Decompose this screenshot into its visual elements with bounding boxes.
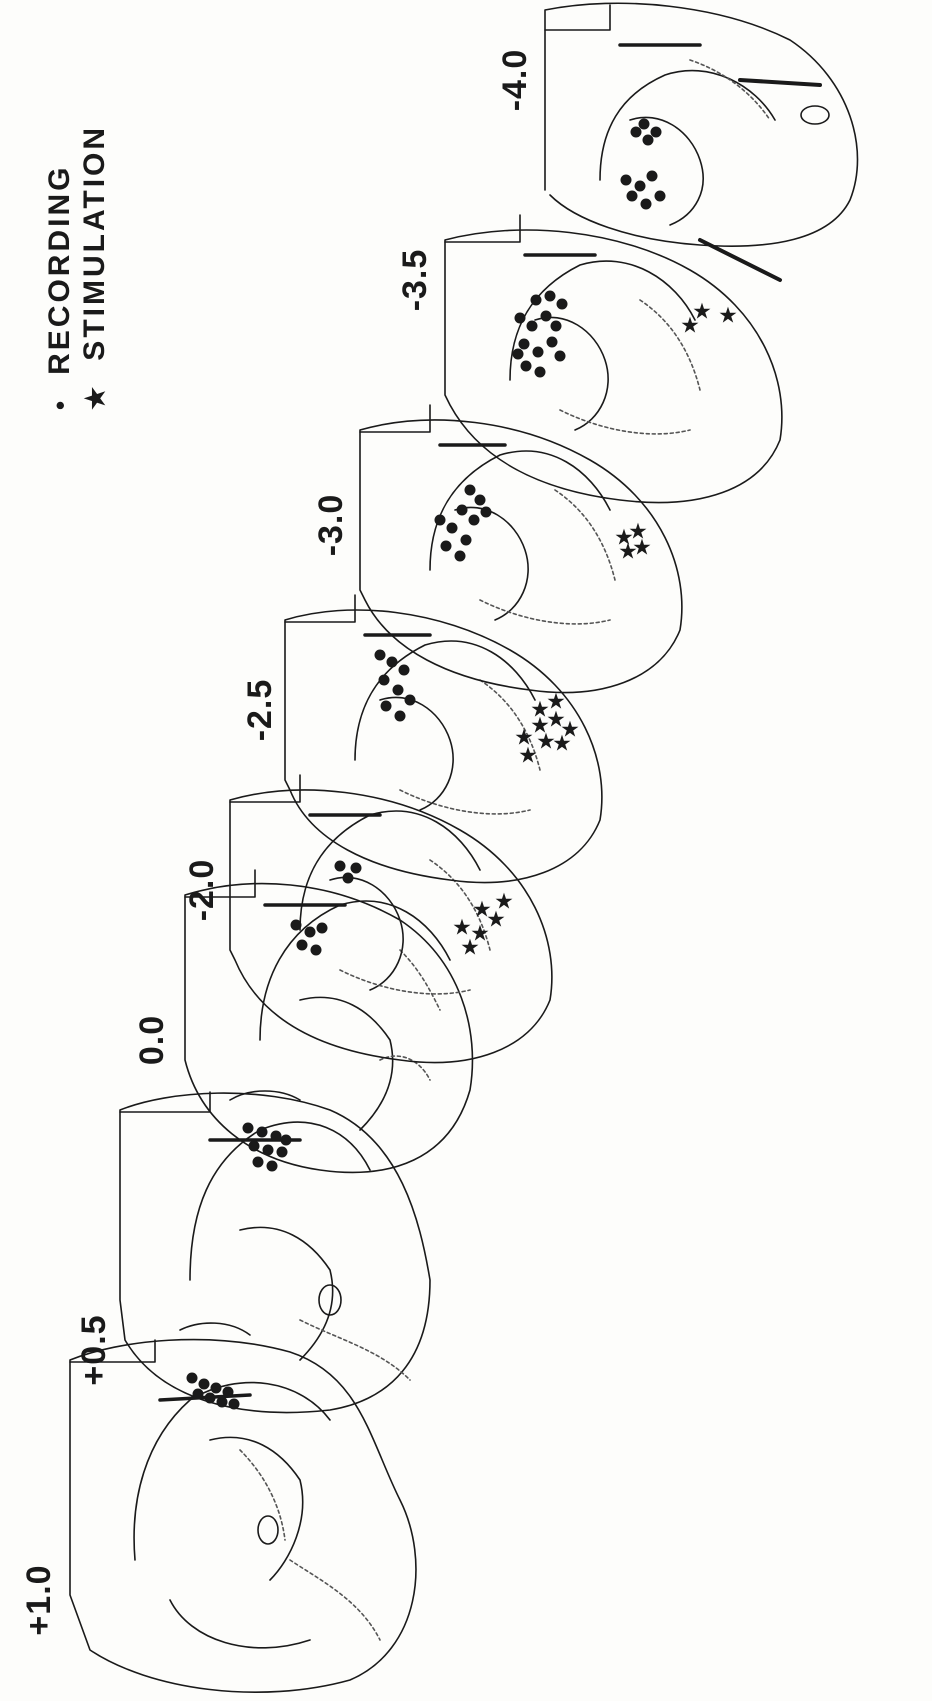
recording-sites-minus-2-0 (335, 861, 362, 884)
stimulation-sites-minus-2-5: ★★ ★★ ★★ ★★ ★ (514, 690, 580, 769)
section-0-0 (185, 870, 472, 1172)
svg-text:★: ★ (460, 936, 480, 961)
coordinate-label: -2.0 (182, 845, 222, 935)
section-minus-4-0 (545, 3, 858, 246)
coordinate-label: -3.0 (311, 480, 351, 570)
stimulation-sites: ★★ ★★ ★★ ★★ ★★ ★★ ★★ ★ ★★ ★★ ★★ ★ (452, 300, 738, 961)
coordinate-label: +0.5 (74, 1305, 114, 1395)
svg-text:★: ★ (494, 890, 514, 915)
svg-text:★: ★ (552, 732, 572, 757)
svg-text:★: ★ (518, 744, 538, 769)
coordinate-label: -2.5 (240, 665, 280, 755)
section-plus-1-0 (70, 1323, 416, 1692)
recording-sites-minus-2-5 (375, 650, 416, 722)
recording-dot-icon: • (45, 401, 75, 410)
stimulation-sites-minus-2-0: ★★ ★★ ★★ (452, 890, 514, 961)
coordinate-label: -3.5 (395, 235, 435, 325)
coordinate-label: -4.0 (495, 35, 535, 125)
svg-text:★: ★ (718, 304, 738, 329)
coordinate-label: +1.0 (19, 1555, 59, 1645)
svg-text:★: ★ (632, 536, 652, 561)
svg-text:★: ★ (546, 690, 566, 715)
recording-sites-plus-1-0 (187, 1373, 240, 1410)
legend-recording: • RECORDING (40, 110, 80, 410)
stimulation-sites-minus-3-0: ★★ ★★ (614, 520, 652, 565)
recording-sites-minus-3-0 (435, 485, 492, 562)
stimulation-label: STIMULATION (78, 125, 111, 361)
coordinate-label: 0.0 (132, 1000, 172, 1080)
recording-sites-minus-3-5 (513, 291, 568, 378)
recording-sites-minus-4-0 (621, 119, 666, 210)
section-minus-3-5 (445, 215, 782, 503)
recording-sites-plus-0-5 (243, 1123, 292, 1172)
legend-stimulation: ★ STIMULATION (75, 110, 115, 410)
recording-label: RECORDING (43, 165, 76, 375)
stimulation-star-icon: ★ (80, 387, 110, 410)
stimulation-sites-minus-3-5: ★★ ★ (680, 300, 738, 339)
svg-text:★: ★ (692, 300, 712, 325)
